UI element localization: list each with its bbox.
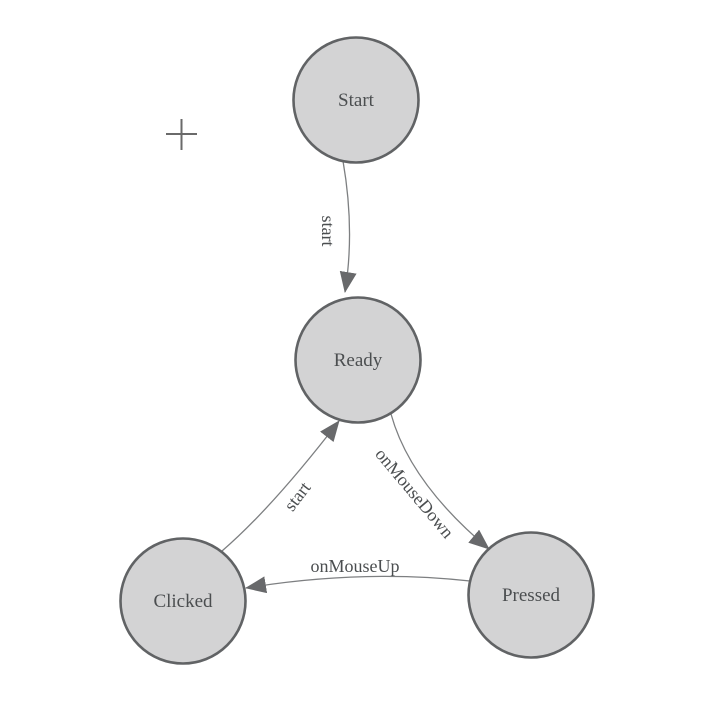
state-node-ready[interactable]: Ready bbox=[294, 296, 422, 424]
state-label-ready: Ready bbox=[334, 350, 383, 371]
state-node-clicked[interactable]: Clicked bbox=[119, 537, 247, 665]
edge-label-ready-to-pressed: onMouseDown bbox=[371, 444, 458, 542]
edge-line bbox=[221, 420, 340, 552]
state-node-pressed[interactable]: Pressed bbox=[467, 531, 595, 659]
state-label-start: Start bbox=[338, 90, 375, 111]
edge-label-clicked-to-ready: start bbox=[280, 478, 315, 515]
state-circle bbox=[292, 36, 420, 164]
state-label-clicked: Clicked bbox=[153, 591, 213, 612]
crosshair-cursor-icon bbox=[166, 119, 197, 150]
state-circle bbox=[467, 531, 595, 659]
edge-ready-to-pressed[interactable]: onMouseDown bbox=[371, 413, 490, 550]
edge-clicked-to-ready[interactable]: start bbox=[221, 420, 340, 552]
edge-line bbox=[245, 575, 471, 594]
edge-line bbox=[390, 413, 490, 550]
edge-label-start-to-ready: start bbox=[318, 216, 338, 247]
state-label-pressed: Pressed bbox=[502, 585, 561, 606]
edge-label-pressed-to-clicked: onMouseUp bbox=[311, 556, 400, 576]
state-node-start[interactable]: Start bbox=[292, 36, 420, 164]
state-circle bbox=[294, 296, 422, 424]
edge-start-to-ready[interactable]: start bbox=[318, 160, 357, 293]
edge-line bbox=[339, 160, 357, 293]
state-circle bbox=[119, 537, 247, 665]
edge-pressed-to-clicked[interactable]: onMouseUp bbox=[245, 556, 471, 594]
